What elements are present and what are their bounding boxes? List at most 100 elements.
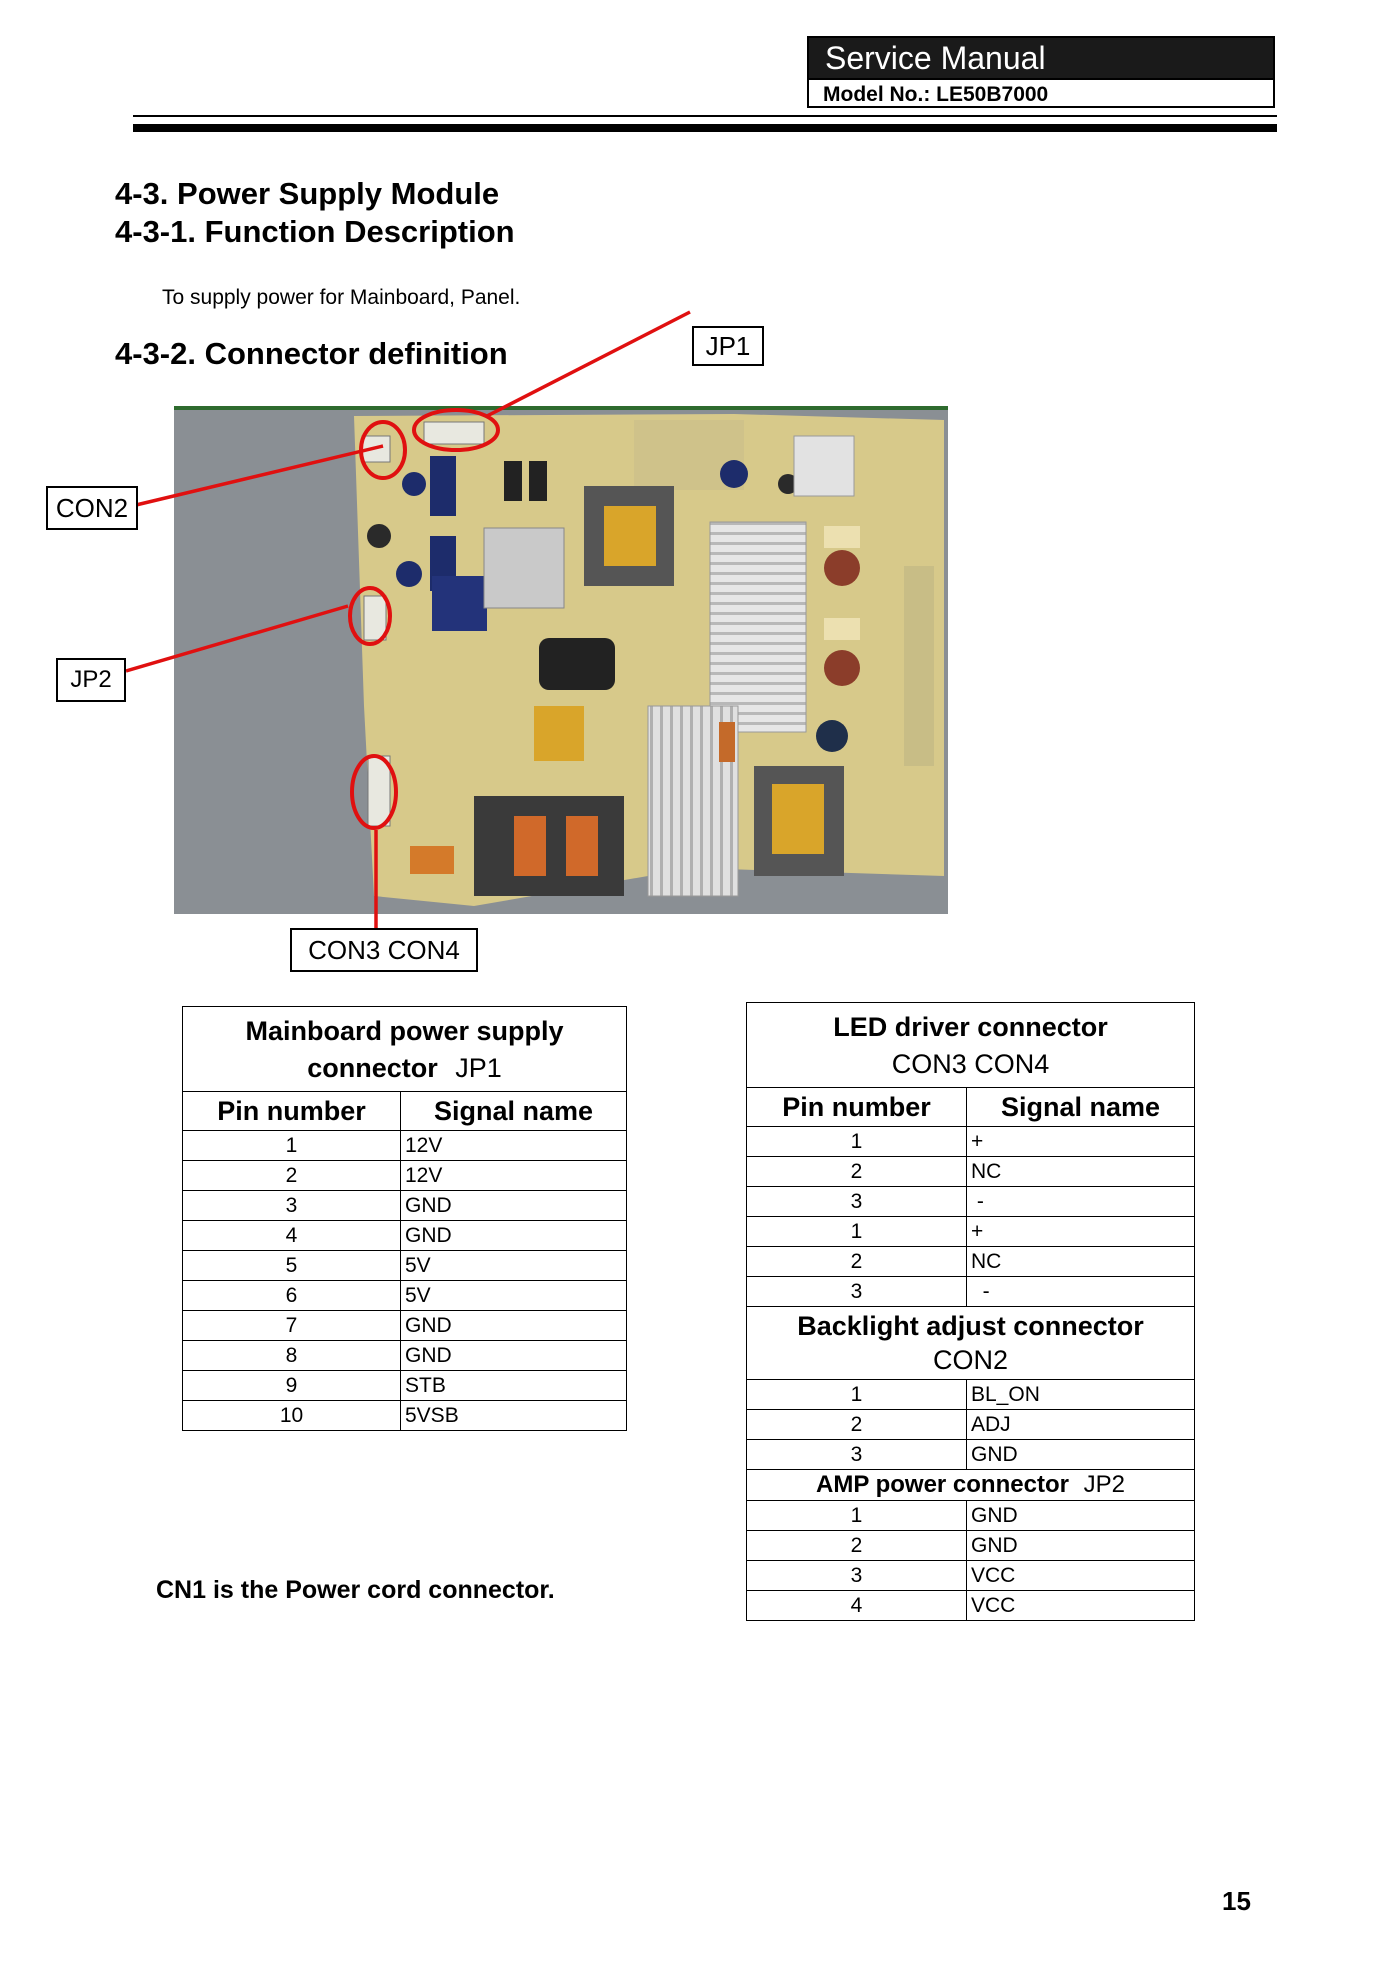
page-number: 15: [1222, 1886, 1251, 1916]
signal-name: VCC: [966, 1590, 1195, 1621]
backlight-title: Backlight adjust connector: [797, 1311, 1144, 1341]
signal-name: NC: [966, 1246, 1195, 1277]
signal-name: GND: [400, 1220, 627, 1251]
signal-name: 12V: [400, 1130, 627, 1161]
table1-ref: JP1: [455, 1053, 502, 1083]
signal-name: 5V: [400, 1250, 627, 1281]
signal-name: GND: [400, 1190, 627, 1221]
power-cord-note: CN1 is the Power cord connector.: [156, 1576, 555, 1604]
section-heading: 4-3. Power Supply Module: [115, 176, 500, 211]
table1-col-signal: Signal name: [400, 1091, 627, 1131]
led-driver-table: LED driver connector CON3 CON4 Pin numbe…: [746, 1002, 1195, 1621]
table2-subtitle: CON3 CON4: [891, 1049, 1050, 1079]
pin-number: 2: [746, 1156, 967, 1187]
pin-number: 4: [746, 1590, 967, 1621]
signal-name: VCC: [966, 1560, 1195, 1591]
led-row: 3 -: [746, 1276, 1195, 1307]
signal-name: GND: [966, 1500, 1195, 1531]
pin-number: 4: [182, 1220, 401, 1251]
pin-number: 2: [182, 1160, 401, 1191]
pin-number: 1: [182, 1130, 401, 1161]
table2-caption: LED driver connector CON3 CON4: [746, 1002, 1195, 1088]
jp1-label: JP1: [692, 326, 764, 366]
signal-name: GND: [400, 1310, 627, 1341]
table1-subtitle: connector: [307, 1053, 438, 1083]
signal-name: +: [966, 1216, 1195, 1247]
power-board-photo: [174, 406, 948, 914]
pin-number: 2: [746, 1409, 967, 1440]
header-title: Service Manual: [809, 38, 1273, 78]
pin-number: 3: [746, 1186, 967, 1217]
mainboard-power-table: Mainboard power supply connector JP1 Pin…: [182, 1006, 627, 1431]
pin-number: 3: [746, 1439, 967, 1470]
signal-name: -: [966, 1276, 1195, 1307]
pin-number: 1: [746, 1216, 967, 1247]
signal-name: BL_ON: [966, 1379, 1195, 1410]
signal-name: 12V: [400, 1160, 627, 1191]
header-rule-thick: [133, 124, 1277, 132]
pin-number: 9: [182, 1370, 401, 1401]
function-description: To supply power for Mainboard, Panel.: [162, 286, 521, 309]
pin-number: 1: [746, 1500, 967, 1531]
function-heading: 4-3-1. Function Description: [115, 214, 515, 249]
signal-name: GND: [966, 1530, 1195, 1561]
amp-caption: AMP power connector JP2: [746, 1469, 1195, 1501]
signal-name: GND: [966, 1439, 1195, 1470]
amp-ref: JP2: [1083, 1471, 1125, 1498]
pin-number: 2: [746, 1530, 967, 1561]
backlight-sub: CON2: [932, 1345, 1008, 1375]
con2-label: CON2: [46, 486, 138, 530]
table1-caption: Mainboard power supply connector JP1: [182, 1006, 627, 1092]
led-row: 3 -: [746, 1186, 1195, 1217]
callout-lines: [125, 310, 691, 930]
jp2-label: JP2: [56, 658, 126, 702]
amp-title: AMP power connector: [816, 1471, 1069, 1498]
signal-name: STB: [400, 1370, 627, 1401]
pin-number: 8: [182, 1340, 401, 1371]
pin-number: 6: [182, 1280, 401, 1311]
pin-number: 5: [182, 1250, 401, 1281]
signal-name: -: [966, 1186, 1195, 1217]
signal-name: +: [966, 1126, 1195, 1157]
pin-number: 3: [746, 1276, 967, 1307]
table2-title: LED driver connector: [833, 1012, 1108, 1042]
pin-number: 7: [182, 1310, 401, 1341]
signal-name: 5V: [400, 1280, 627, 1311]
signal-name: ADJ: [966, 1409, 1195, 1440]
signal-name: GND: [400, 1340, 627, 1371]
pin-number: 3: [182, 1190, 401, 1221]
table2-col-pin: Pin number: [746, 1087, 967, 1127]
manual-header: Service Manual Model No.: LE50B7000: [807, 36, 1275, 108]
connector-heading: 4-3-2. Connector definition: [115, 336, 508, 371]
header-model: Model No.: LE50B7000: [809, 78, 1273, 108]
led-row: 1+: [746, 1216, 1195, 1247]
con3-con4-label: CON3 CON4: [290, 928, 478, 972]
signal-name: NC: [966, 1156, 1195, 1187]
backlight-caption: Backlight adjust connector CON2: [746, 1306, 1195, 1380]
led-row: 1+: [746, 1126, 1195, 1157]
signal-name: 5VSB: [400, 1400, 627, 1431]
table2-col-signal: Signal name: [966, 1087, 1195, 1127]
pin-number: 10: [182, 1400, 401, 1431]
header-rule-thin: [133, 115, 1277, 117]
pin-number: 1: [746, 1126, 967, 1157]
pin-number: 2: [746, 1246, 967, 1277]
